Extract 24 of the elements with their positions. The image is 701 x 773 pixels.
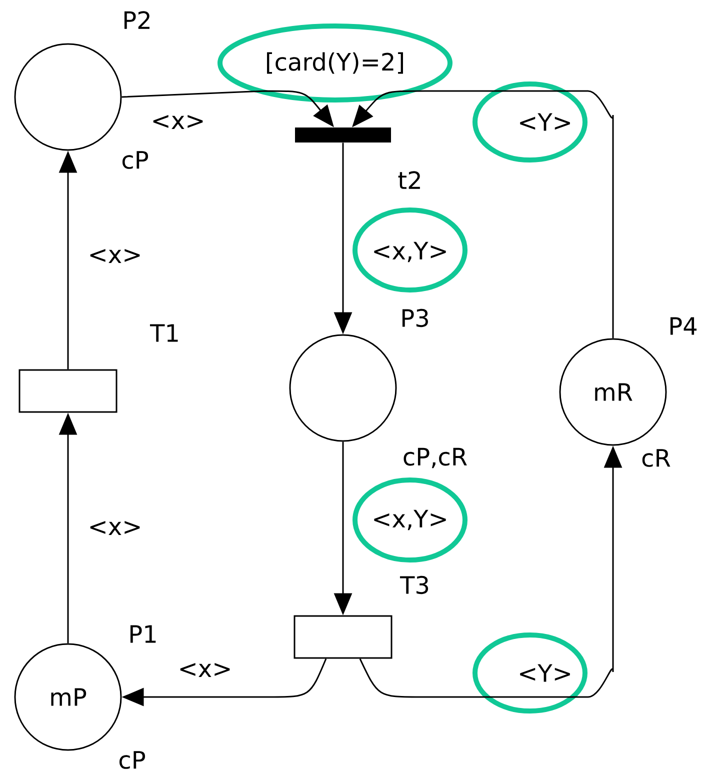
node-label: [card(Y)=2]	[267, 52, 403, 74]
node-label: cR	[642, 449, 670, 467]
node-label: P4	[670, 317, 697, 335]
edge-label: <x>	[90, 521, 140, 535]
edge-label: <x>	[180, 663, 230, 677]
place-circle	[289, 334, 397, 442]
edge-label: <Y>	[520, 664, 570, 682]
node-label: T1	[150, 324, 178, 342]
edge-label: <x,Y>	[374, 510, 446, 530]
node-label: T3	[400, 576, 428, 594]
edge-label: <x>	[153, 115, 203, 129]
transition-box	[294, 615, 392, 659]
edge-label: <Y>	[520, 113, 570, 131]
node-label: P2	[124, 11, 150, 29]
node-label: P1	[130, 625, 156, 643]
node-label: cP,cR	[404, 448, 467, 468]
node-label: t2	[398, 171, 420, 189]
edge-label: <x>	[90, 249, 140, 263]
edge-label: <x,Y>	[374, 242, 446, 262]
node-label: cP	[119, 751, 145, 769]
node-label: cP	[122, 151, 148, 169]
place-circle	[14, 43, 122, 151]
transition-box	[18, 369, 118, 413]
node-label: P3	[402, 308, 428, 328]
